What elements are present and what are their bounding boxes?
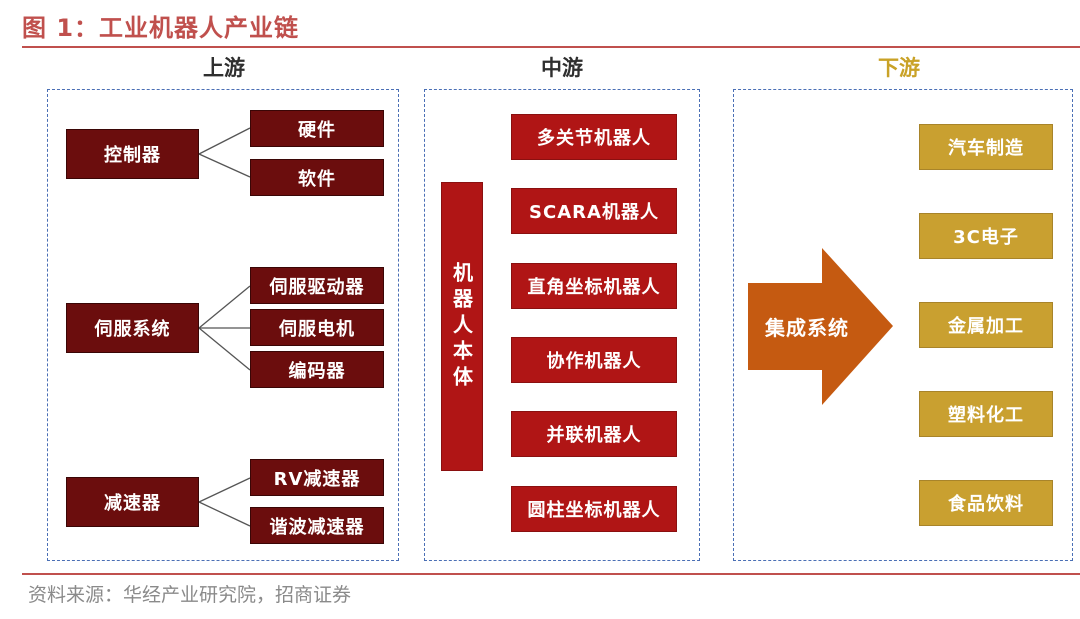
hardware-box: 硬件: [250, 110, 384, 147]
midstream-item: 并联机器人: [511, 411, 677, 457]
title-divider: [22, 46, 1080, 48]
downstream-panel: [733, 89, 1073, 561]
encoder-box: 编码器: [250, 351, 384, 388]
midstream-item: 圆柱坐标机器人: [511, 486, 677, 532]
column-heading-upstream: 上游: [203, 56, 245, 80]
connector-controller-hardware: [198, 127, 251, 155]
integration-arrow: [748, 248, 893, 405]
servo-system-box: 伺服系统: [66, 303, 199, 353]
downstream-item: 食品饮料: [919, 480, 1053, 526]
column-heading-downstream: 下游: [878, 56, 920, 80]
integration-label: 集成系统: [765, 316, 849, 340]
connector-servo-encoder: [198, 327, 251, 371]
connector-controller-software: [198, 153, 251, 178]
figure-title: 图 1：工业机器人产业链: [22, 14, 300, 42]
connector-servo-drive: [198, 285, 251, 329]
connector-reducer-rv: [198, 477, 251, 503]
midstream-item: SCARA机器人: [511, 188, 677, 234]
midstream-item: 协作机器人: [511, 337, 677, 383]
controller-box: 控制器: [66, 129, 199, 179]
downstream-item: 汽车制造: [919, 124, 1053, 170]
harmonic-reducer-box: 谐波减速器: [250, 507, 384, 544]
reducer-box: 减速器: [66, 477, 199, 527]
downstream-item: 3C电子: [919, 213, 1053, 259]
servo-drive-box: 伺服驱动器: [250, 267, 384, 304]
midstream-item: 直角坐标机器人: [511, 263, 677, 309]
servo-motor-box: 伺服电机: [250, 309, 384, 346]
downstream-item: 塑料化工: [919, 391, 1053, 437]
source-note: 资料来源：华经产业研究院，招商证券: [28, 584, 352, 606]
upstream-panel: [47, 89, 399, 561]
rv-reducer-box: RV减速器: [250, 459, 384, 496]
downstream-item: 金属加工: [919, 302, 1053, 348]
midstream-panel: [424, 89, 700, 561]
connector-reducer-harmonic: [198, 501, 251, 527]
robot-body-box: 机器人本体: [441, 182, 483, 471]
column-heading-midstream: 中游: [541, 56, 583, 80]
midstream-item: 多关节机器人: [511, 114, 677, 160]
footer-divider: [22, 573, 1080, 575]
software-box: 软件: [250, 159, 384, 196]
